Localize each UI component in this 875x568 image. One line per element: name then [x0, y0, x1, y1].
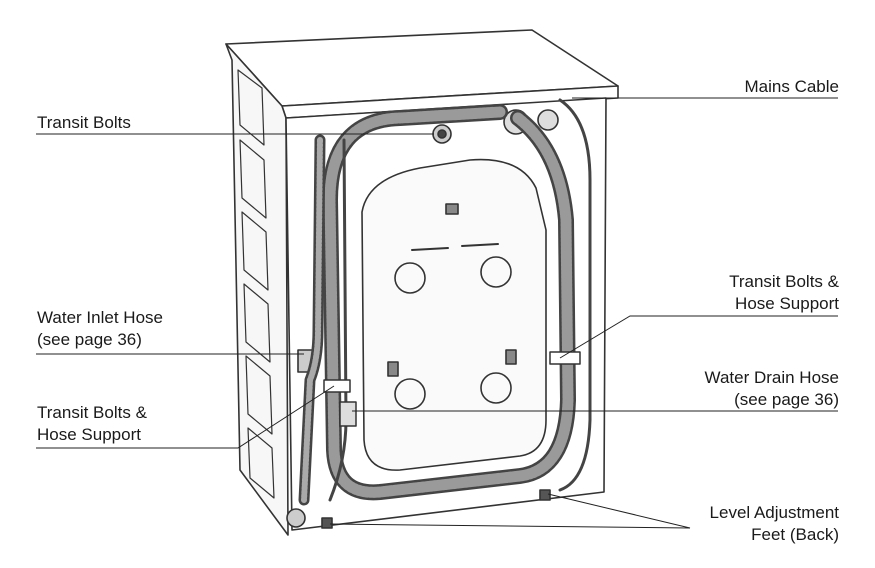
- label-transit-bolts-top: Transit Bolts: [37, 113, 131, 132]
- hole-bottom-left: [394, 378, 426, 410]
- vent-right: [505, 349, 517, 365]
- foot-left: [321, 517, 333, 529]
- hole-top-left: [394, 262, 426, 294]
- label-transit-bolts-hose-support-left: Transit Bolts & Hose Support: [37, 403, 147, 444]
- drain-clip: [339, 401, 357, 427]
- label-mains-cable: Mains Cable: [744, 77, 840, 96]
- vent-top: [445, 203, 459, 215]
- vent-left: [387, 361, 399, 377]
- leader-level-feet-1: [547, 493, 691, 529]
- cabinet-side: [225, 43, 289, 536]
- label-water-inlet-hose: Water Inlet Hose (see page 36): [37, 308, 163, 349]
- hole-bottom-right: [480, 372, 512, 404]
- hose-support-right: [549, 351, 581, 365]
- hose-support-left: [323, 379, 351, 393]
- mains-cable: [558, 98, 592, 492]
- side-ribs: [237, 69, 275, 499]
- leader-transit-bolts-right: [559, 315, 838, 359]
- label-water-drain-hose: Water Drain Hose (see page 36): [704, 368, 839, 409]
- label-transit-bolts-hose-support-right: Transit Bolts & Hose Support: [729, 272, 839, 313]
- leader-transit-bolts-left: [36, 385, 335, 449]
- label-level-adjustment-feet: Level Adjustment Feet (Back): [709, 503, 839, 544]
- drum-back-plate: [361, 158, 547, 471]
- leader-level-feet-2: [329, 523, 691, 529]
- foot-right: [539, 489, 551, 501]
- hole-top-right: [480, 256, 512, 288]
- transit-bolt-bottom: [286, 508, 306, 528]
